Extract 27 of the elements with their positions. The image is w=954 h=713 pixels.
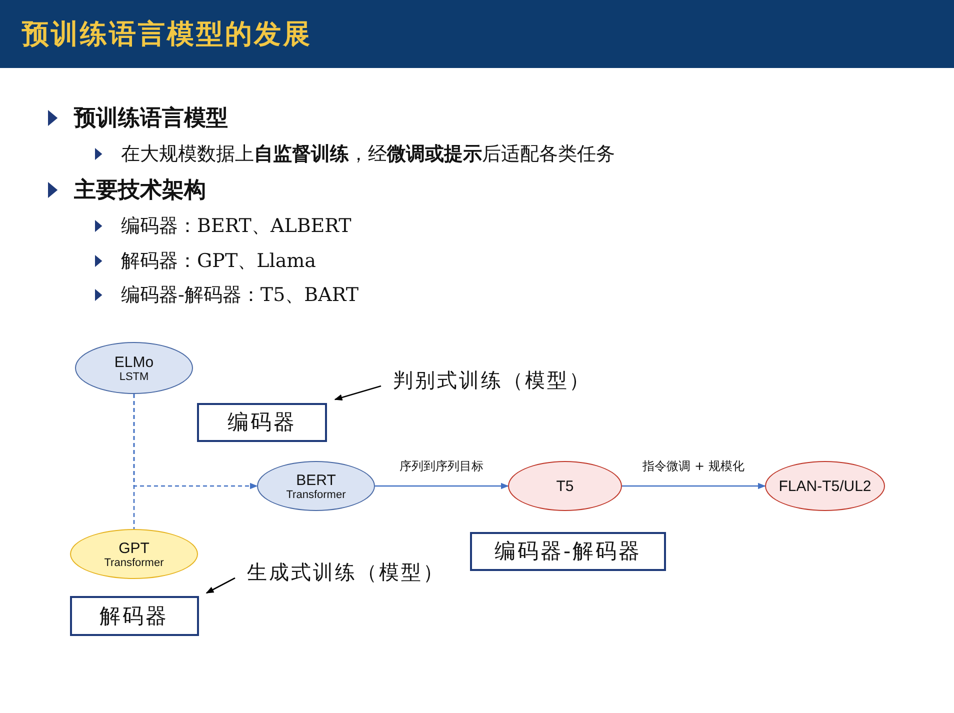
model-subtitle: LSTM	[119, 370, 149, 382]
model-subtitle: Transformer	[104, 556, 164, 568]
architecture-box: 编码器-解码器	[470, 532, 666, 570]
model-subtitle: Transformer	[286, 488, 346, 500]
model-name: ELMo	[114, 354, 154, 370]
edge-label: 指令微调 + 规模化	[640, 458, 746, 475]
bullet-text: 编码器-解码器：T5、BART	[121, 283, 359, 308]
annotation-text: 生成式训练（模型）	[241, 557, 451, 587]
section-heading: 主要技术架构	[74, 176, 206, 206]
bullet-text: 解码器：GPT、Llama	[121, 249, 316, 274]
arrow	[206, 577, 236, 594]
architecture-box: 解码器	[70, 596, 198, 636]
bullet-text: 在大规模数据上自监督训练，经微调或提示后适配各类任务	[121, 142, 615, 168]
architecture-box: 编码器	[197, 402, 327, 442]
arrow	[133, 394, 258, 490]
model-name: BERT	[296, 472, 336, 488]
edge-label: 序列到序列目标	[398, 458, 486, 475]
model-name: GPT	[118, 540, 150, 556]
slide-title: 预训练语言模型的发展	[22, 18, 312, 52]
section-heading: 预训练语言模型	[74, 104, 228, 134]
arrow	[334, 385, 382, 401]
bullet-text: 编码器：BERT、ALBERT	[121, 214, 352, 240]
arrow	[622, 482, 766, 490]
model-name: FLAN-T5/UL2	[778, 478, 872, 494]
arrow	[375, 482, 509, 490]
annotation-text: 判别式训练（模型）	[387, 365, 597, 395]
model-name: T5	[556, 478, 574, 494]
